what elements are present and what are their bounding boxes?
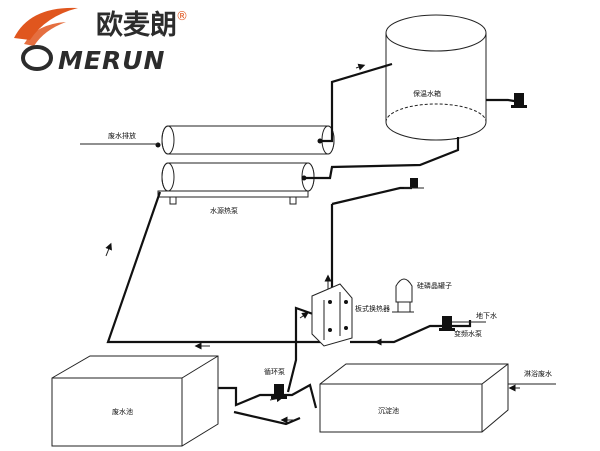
insulated-water-tank: 保温水箱 — [385, 14, 487, 141]
tank-outlet-pump — [511, 93, 527, 108]
wastewater-discharge-line: 废水排放 — [80, 131, 158, 145]
shower-wastewater-label: 淋浴废水 — [524, 369, 552, 378]
wastewater-discharge-label: 废水排放 — [108, 131, 136, 140]
plate-heat-exchanger: 板式换热器 — [311, 283, 390, 347]
groundwater-label: 地下水 — [476, 311, 497, 320]
circulation-pump: 循环泵 — [264, 367, 287, 399]
heat-pump-label: 水源热泵 — [210, 206, 238, 215]
silicon-phosphate-tank-label: 硅磷晶罐子 — [417, 281, 452, 290]
company-logo: 欧麦朗 ® MERUN — [14, 7, 188, 75]
brand-english-name: MERUN — [58, 46, 165, 75]
sedimentation-tank-label: 沉淀池 — [378, 406, 399, 415]
logo-swoosh-icon — [14, 7, 78, 40]
wastewater-pool-label: 废水池 — [112, 407, 133, 416]
water-source-heat-pump: 水源热泵 — [155, 125, 335, 215]
circulation-pump-label: 循环泵 — [264, 367, 285, 376]
plate-heat-exchanger-label: 板式换热器 — [355, 304, 390, 313]
logo-o-ring-icon — [21, 45, 53, 71]
variable-frequency-pump-label: 变频水泵 — [454, 329, 482, 338]
tank-bottom-valve — [404, 178, 424, 189]
insulated-tank-label: 保温水箱 — [413, 89, 441, 98]
wastewater-pool: 废水池 — [51, 355, 219, 447]
silicon-phosphate-tank: 硅磷晶罐子 — [392, 278, 452, 313]
registered-mark: ® — [176, 9, 188, 23]
groundwater-pump: 变频水泵 — [439, 316, 482, 338]
groundwater-inlet: 地下水 — [452, 311, 497, 323]
brand-chinese-name: 欧麦朗 — [96, 10, 177, 41]
sedimentation-tank: 沉淀池 — [319, 363, 509, 433]
logo-swoosh-small-icon — [24, 22, 66, 46]
